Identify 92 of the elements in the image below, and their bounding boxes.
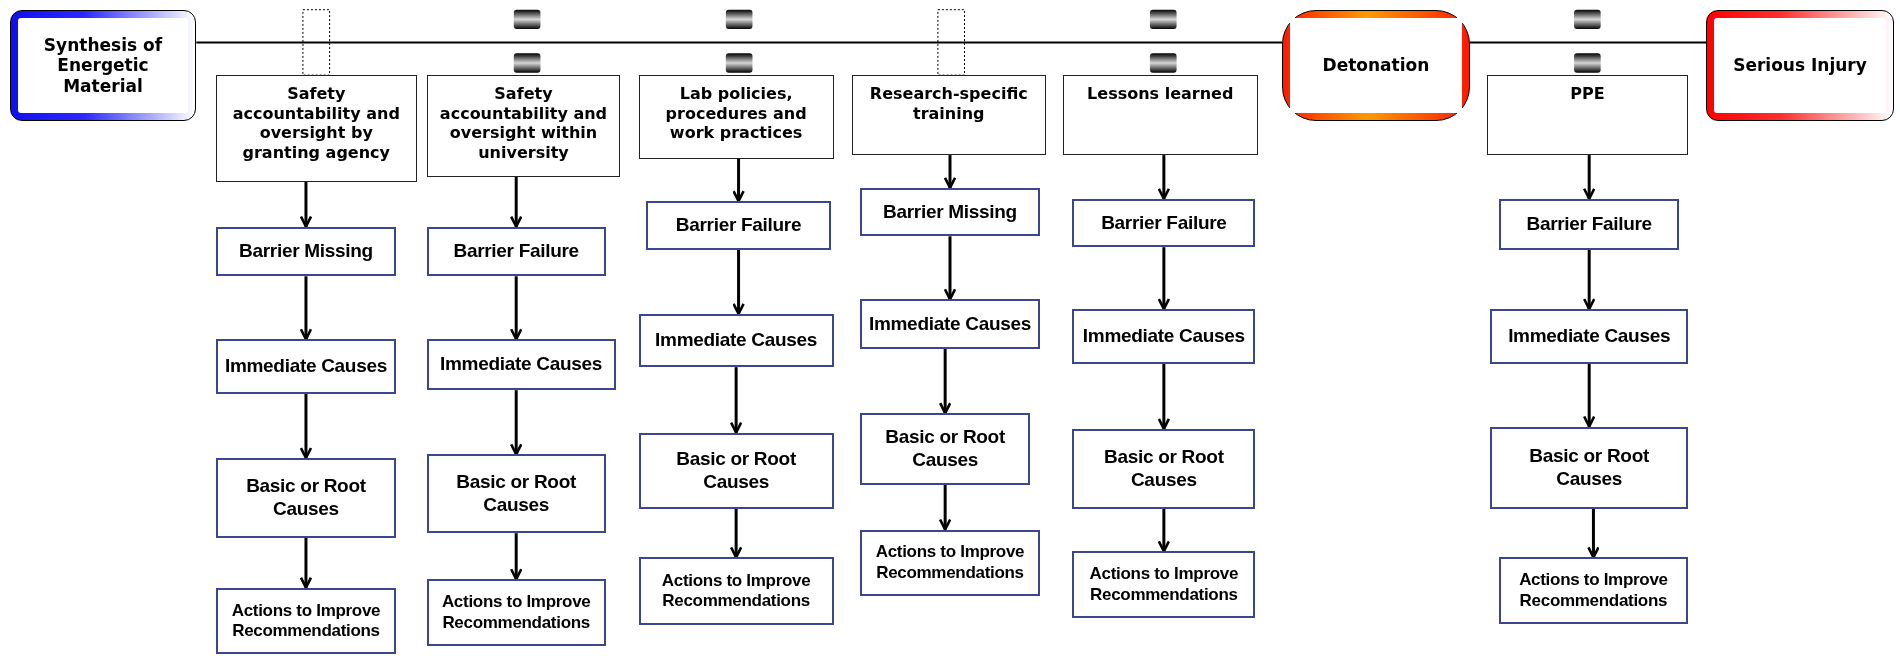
node-text: Actions to Improve Recommendations [230,600,382,642]
arrow [732,249,745,316]
node-text: Barrier Missing [883,200,1017,224]
analysis-box [638,432,834,509]
analysis-box [645,201,832,250]
top-event-box [1282,9,1470,122]
barrier-box [638,75,834,159]
arrow [729,367,743,434]
node-text: Serious Injury [1733,55,1867,76]
analysis-box [215,339,397,394]
node-text: Immediate Causes [868,312,1031,336]
analysis-box [638,557,834,626]
arrow [299,276,313,341]
start-event-box [9,9,197,122]
arrow [1157,508,1171,553]
arrow [1157,247,1171,311]
node-text: Lab policies, procedures and work practices [664,84,808,143]
arrow [943,236,957,301]
arrow [509,176,523,228]
arrow [1157,155,1171,200]
node-text: Basic or Root Causes [1103,446,1225,492]
node-text: Immediate Causes [1082,324,1245,348]
arrow [732,158,745,203]
analysis-box [860,299,1040,349]
node-text: Actions to Improve Recommendations [660,570,812,612]
node-text: Basic or Root Causes [455,470,577,517]
analysis-box [638,313,834,368]
analysis-box [860,529,1040,597]
analysis-box [215,587,397,655]
node-text: Immediate Causes [1508,324,1671,348]
barrier-box [1486,75,1688,156]
analysis-box [215,458,397,538]
node-text: Actions to Improve Recommendations [1518,570,1669,612]
barrier-box [426,75,621,177]
node-text: Immediate Causes [440,353,603,377]
arrow [1582,249,1596,311]
arrow [1582,155,1596,200]
barrier-box [1062,75,1258,156]
node-text: Barrier Failure [1526,212,1652,236]
node-text: Actions to Improve Recommendations [440,592,592,633]
node-text: Immediate Causes [224,355,387,378]
arrow [1587,508,1600,559]
arrow [509,276,523,341]
analysis-box [1498,198,1680,250]
arrow [299,538,313,589]
arrow [938,484,952,531]
barrier-box [851,75,1046,156]
analysis-box [1072,428,1256,509]
event-line [1468,41,1708,44]
node-text: Barrier Failure [453,240,579,263]
analysis-box [1498,557,1688,625]
analysis-box [1072,198,1256,248]
arrow [1157,363,1171,431]
node-text: Barrier Failure [675,213,802,237]
node-text: Research-specific training [868,84,1029,124]
node-text: Basic or Root Causes [1528,444,1650,491]
arrow [299,181,313,228]
node-text: Immediate Causes [655,329,818,352]
analysis-box [215,226,397,277]
analysis-box [426,339,616,391]
node-text: Actions to Improve Recommendations [1088,564,1240,606]
node-text: Actions to Improve Recommendations [874,542,1026,584]
arrow [1582,363,1596,428]
analysis-box [426,226,606,277]
node-text: Synthesis of Energetic Material [42,34,164,96]
node-text: Safety accountability and oversight within university [438,84,609,163]
node-text: Basic or Root Causes [884,426,1006,472]
arrow [729,508,743,559]
barrier-box [215,75,417,182]
analysis-box [426,454,606,534]
analysis-box [1072,551,1256,618]
arrow [938,349,952,415]
arrow [299,393,313,460]
arrow [509,390,523,456]
analysis-box [426,579,606,646]
node-text: Basic or Root Causes [245,475,367,521]
analysis-box [860,413,1030,485]
analysis-box [1490,426,1688,509]
node-text: Detonation [1322,55,1430,76]
node-text: Safety accountability and oversight by granting agency [231,84,401,163]
consequence-box [1706,9,1894,122]
node-text: Lessons learned [1087,84,1234,104]
analysis-box [1490,309,1688,364]
analysis-box [1072,309,1256,364]
node-text: Barrier Failure [1101,211,1227,235]
analysis-box [860,187,1040,237]
arrow [509,533,523,581]
arrow [943,155,957,190]
node-text: Basic or Root Causes [675,447,797,494]
node-text: Barrier Missing [239,240,373,263]
node-text: PPE [1570,84,1605,104]
event-line [195,41,1283,44]
